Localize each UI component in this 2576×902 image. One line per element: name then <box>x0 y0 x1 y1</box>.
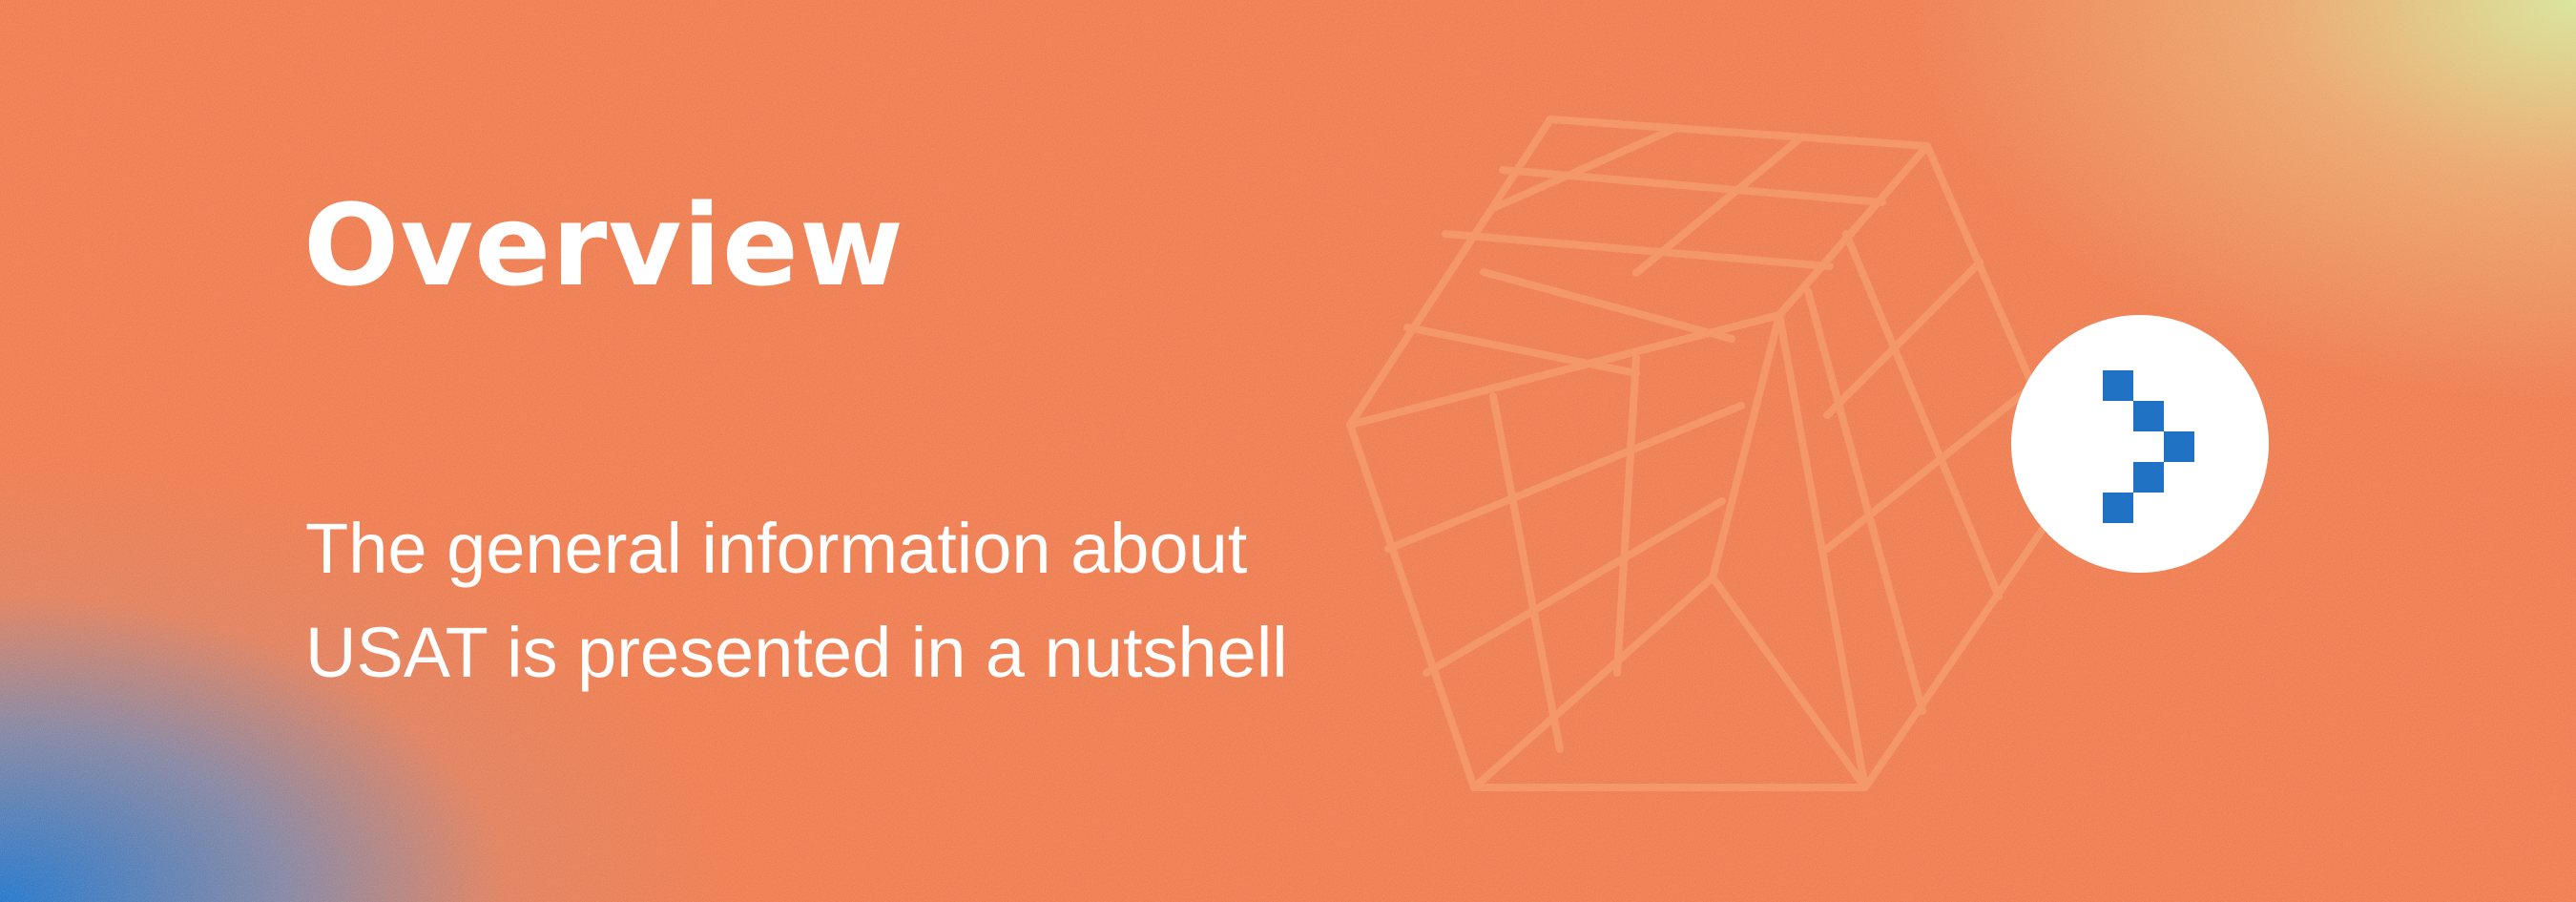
logo-pixel <box>2103 493 2133 523</box>
logo-pixel <box>2133 462 2164 493</box>
brand-logo <box>2011 315 2269 573</box>
subtitle-line-1: The general information about <box>305 509 1248 588</box>
subtitle-line-2: USAT is presented in a nutshell <box>305 613 1288 692</box>
logo-pixel <box>2164 431 2194 462</box>
logo-pixel <box>2103 370 2133 401</box>
logo-pixel <box>2133 401 2164 431</box>
subtitle: The general information about USAT is pr… <box>305 496 1546 704</box>
cube-grid-icon <box>1346 115 2079 791</box>
page-title: Overview <box>303 179 904 311</box>
